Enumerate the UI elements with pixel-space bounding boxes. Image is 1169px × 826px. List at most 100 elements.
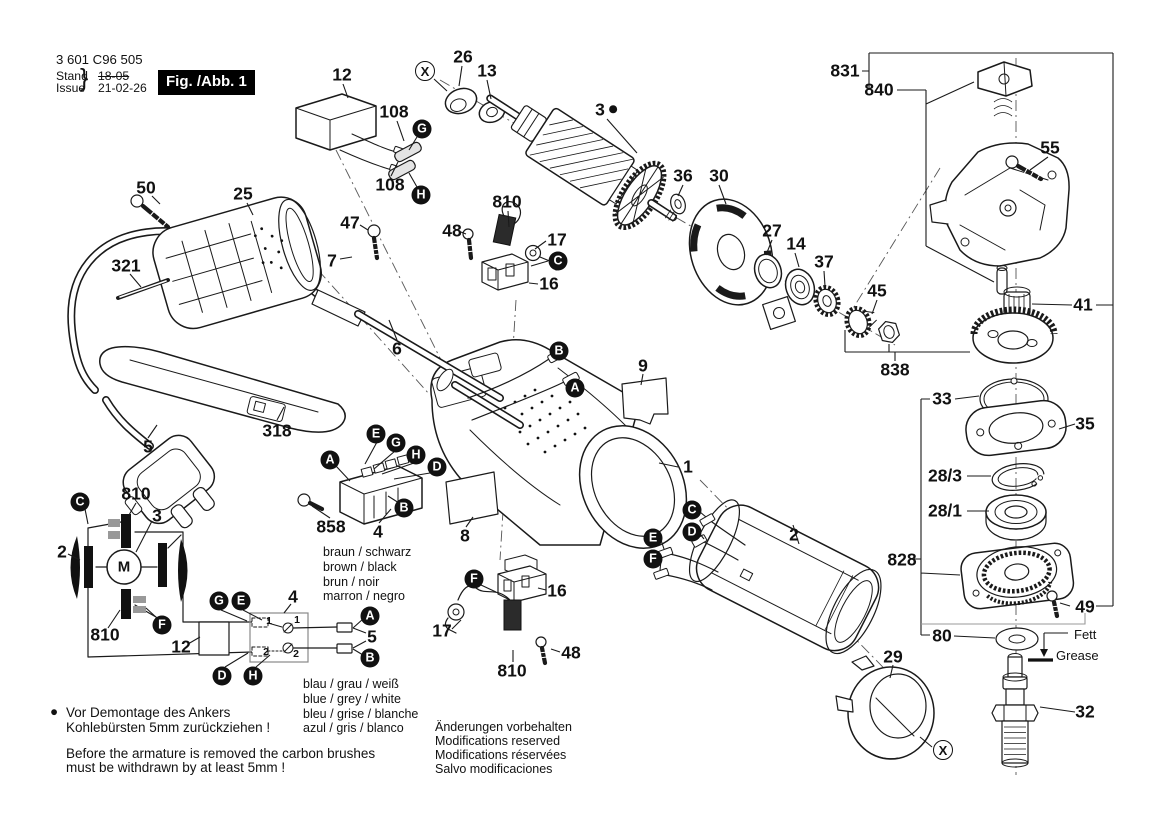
wire-badge-C: C bbox=[682, 500, 702, 520]
legend-line: brown / black bbox=[323, 559, 397, 574]
part-callout-55: 55 bbox=[1040, 137, 1060, 158]
sleeve-108-b bbox=[388, 159, 416, 181]
wire-badge-A: A bbox=[360, 606, 380, 626]
wire-badge-A: A bbox=[565, 378, 585, 398]
brace: } bbox=[80, 64, 89, 92]
sleeve-37 bbox=[813, 285, 841, 317]
legend-line: bleu / grise / blanche bbox=[303, 706, 419, 721]
wire-badge-E: E bbox=[231, 591, 251, 611]
note-de-line2: Kohlebürsten 5mm zurückziehen ! bbox=[66, 720, 271, 735]
wire-badge-B: B bbox=[549, 341, 569, 361]
part-callout-8: 8 bbox=[460, 525, 470, 546]
stand-label: Stand bbox=[56, 69, 88, 83]
label-sticker-8 bbox=[445, 471, 499, 525]
wire-badge-G: G bbox=[386, 433, 406, 453]
part-callout-35: 35 bbox=[1075, 413, 1095, 434]
legend-line: blue / grey / white bbox=[303, 691, 401, 706]
part-callout-47: 47 bbox=[340, 212, 360, 233]
part-callout-108: 108 bbox=[375, 174, 405, 195]
part-callout-17: 17 bbox=[432, 620, 452, 641]
legend-line: marron / negro bbox=[323, 589, 405, 604]
part-callout-5: 5 bbox=[143, 436, 153, 457]
part-callout-108: 108 bbox=[379, 101, 409, 122]
wire-badge-A: A bbox=[320, 450, 340, 470]
figure-label: Fig. /Abb. 1 bbox=[158, 70, 255, 95]
part-callout-32: 32 bbox=[1075, 701, 1095, 722]
part-callout-49: 49 bbox=[1075, 596, 1095, 617]
armature bbox=[486, 94, 678, 231]
part-callout-5: 5 bbox=[367, 626, 377, 647]
air-deflector bbox=[688, 198, 774, 306]
part-callout-810: 810 bbox=[90, 624, 120, 645]
part-callout-1: 1 bbox=[683, 456, 693, 477]
contact-number-2: 2 bbox=[293, 647, 299, 660]
contact-number-1: 1 bbox=[266, 614, 272, 627]
part-number: 3 601 C96 505 bbox=[56, 52, 143, 67]
bearing-14 bbox=[784, 268, 816, 306]
part-callout-26: 26 bbox=[453, 46, 473, 67]
label-sticker-9 bbox=[621, 377, 669, 425]
cable-guard bbox=[354, 310, 524, 429]
part-callout-50: 50 bbox=[136, 177, 156, 198]
center-axes bbox=[317, 58, 1017, 775]
wire-badge-C: C bbox=[70, 492, 90, 512]
wire-badge-E: E bbox=[643, 528, 663, 548]
footer-line: Modifications reserved bbox=[435, 734, 561, 748]
leader-lines bbox=[129, 52, 1114, 748]
wire-badge-B: B bbox=[394, 498, 414, 518]
contact-number-1: 1 bbox=[294, 613, 300, 626]
note-de-line1: Vor Demontage des Ankers bbox=[66, 705, 231, 720]
part-callout-6: 6 bbox=[392, 338, 402, 359]
part-callout-17: 17 bbox=[547, 229, 567, 250]
part-callout-810: 810 bbox=[492, 191, 522, 212]
part-callout-28-1: 28/1 bbox=[927, 500, 963, 521]
bearing-cover bbox=[835, 655, 935, 760]
brush-holder-bottom bbox=[444, 554, 547, 634]
part-callout-2: 2 bbox=[789, 524, 799, 545]
spindle bbox=[991, 653, 1039, 768]
wiring-schematic bbox=[67, 502, 367, 668]
part-callout-840: 840 bbox=[864, 79, 894, 100]
motor-symbol: M bbox=[117, 558, 131, 576]
legend-line: azul / gris / blanco bbox=[303, 721, 404, 736]
note-en-line2: must be withdrawn by at least 5mm ! bbox=[66, 760, 286, 775]
part-callout-28-3: 28/3 bbox=[927, 465, 963, 486]
bearing-flange-unit bbox=[960, 542, 1075, 610]
footer-line: Änderungen vorbehalten bbox=[435, 720, 572, 734]
motor-housing bbox=[430, 339, 688, 549]
issue-label: Issue bbox=[56, 81, 86, 95]
part-callout-48: 48 bbox=[561, 642, 581, 663]
wire-badge-D: D bbox=[427, 457, 447, 477]
detail-marker-x: X bbox=[933, 740, 953, 760]
ring-27 bbox=[753, 253, 783, 289]
part-callout-9: 9 bbox=[638, 355, 648, 376]
wire-badge-C: C bbox=[548, 251, 568, 271]
stand-value: 18-05 bbox=[98, 69, 130, 83]
part-callout-29: 29 bbox=[883, 646, 903, 667]
handle-lever bbox=[99, 345, 346, 433]
part-callout-4: 4 bbox=[373, 521, 383, 542]
grease-label-en: Grease bbox=[1056, 648, 1099, 663]
part-callout-13: 13 bbox=[477, 60, 497, 81]
contact-number-2: 2 bbox=[263, 645, 269, 658]
part-callout-37: 37 bbox=[814, 251, 834, 272]
part-callout-16: 16 bbox=[539, 273, 559, 294]
pin-321 bbox=[116, 278, 170, 300]
nut bbox=[877, 320, 901, 344]
rear-housing bbox=[152, 196, 322, 330]
wire-badge-H: H bbox=[406, 445, 426, 465]
part-callout-7: 7 bbox=[327, 250, 337, 271]
part-callout-838: 838 bbox=[880, 359, 910, 380]
part-callout-4: 4 bbox=[288, 586, 298, 607]
part-callout-48: 48 bbox=[442, 220, 462, 241]
part-callout-14: 14 bbox=[786, 233, 806, 254]
washer-36 bbox=[670, 193, 686, 215]
part-callout-12: 12 bbox=[332, 64, 352, 85]
washer-80 bbox=[995, 627, 1039, 651]
part-callout-30: 30 bbox=[709, 165, 729, 186]
grease-label-de: Fett bbox=[1074, 627, 1097, 642]
